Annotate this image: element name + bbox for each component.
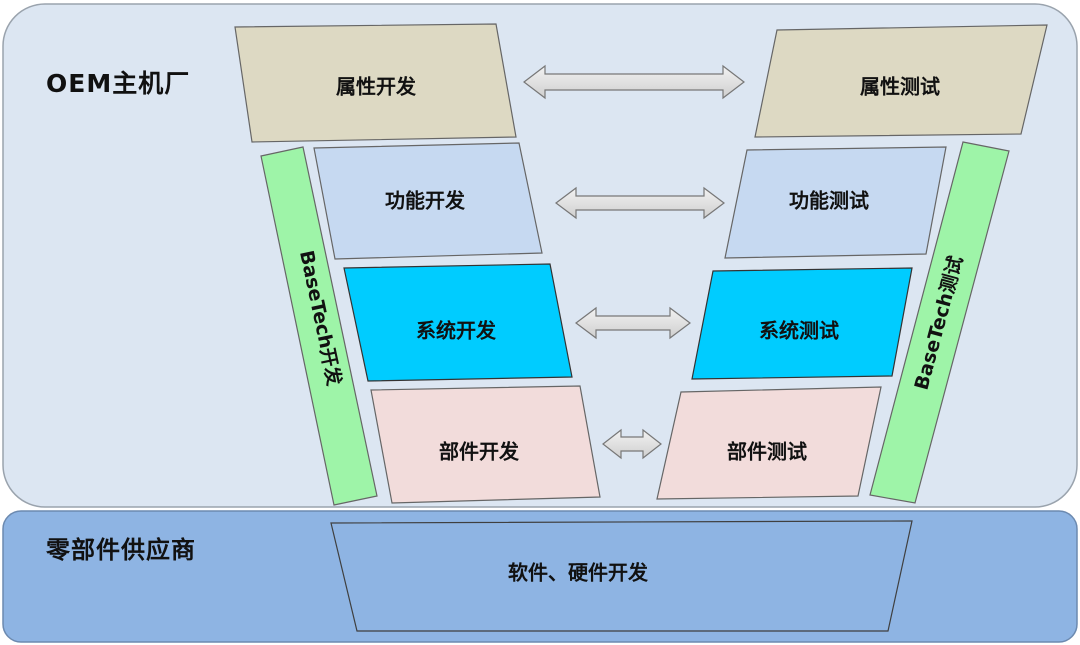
func-test-block [724,146,947,259]
sys-double-arrow [575,306,691,340]
attr-dev-block [234,23,517,143]
sw-hw-dev-label: 软件、硬件开发 [508,560,648,585]
attr-dev-label: 属性开发 [336,74,416,99]
part-test-label: 部件测试 [727,439,807,464]
func-test-label: 功能测试 [789,188,869,213]
sys-dev-block [343,263,573,382]
sys-dev-label: 系统开发 [416,318,496,343]
sys-test-label: 系统测试 [759,318,839,343]
sw-hw-dev-block [330,520,913,632]
supplier-title: 零部件供应商 [46,536,196,564]
oem-title: OEM主机厂 [46,69,191,98]
attr-test-label: 属性测试 [860,74,940,99]
part-double-arrow [602,428,662,460]
func-double-arrow [555,186,725,220]
basetech-dev-bar [260,146,378,506]
func-dev-label: 功能开发 [385,188,465,213]
basetech-test-bar [869,141,1010,504]
part-dev-block [370,385,601,504]
func-dev-block [313,142,543,260]
attr-test-block [754,24,1048,138]
sys-test-block [691,267,913,380]
attr-double-arrow [523,64,745,100]
part-dev-label: 部件开发 [439,439,519,464]
part-test-block [656,386,882,500]
